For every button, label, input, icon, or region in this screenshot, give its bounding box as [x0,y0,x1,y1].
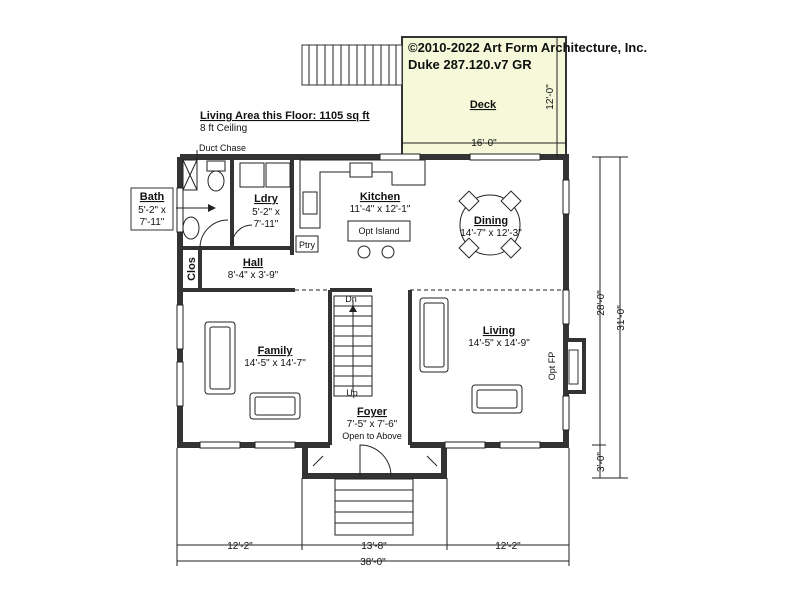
deck-depth-dim: 12'-0" [545,84,556,110]
interior-walls [180,157,566,445]
bath-fixtures [182,159,229,249]
deck-label: Deck [470,99,497,111]
island-label: Opt Island [358,226,399,236]
family-furniture [204,321,301,420]
bottom-right-dim: 12'-2" [495,541,521,552]
right-porch-dim: 3'-0" [596,452,607,472]
living-dim: 14'-5" x 14'-9" [468,338,530,349]
laundry-dim-b: 7'-11" [254,219,279,230]
kitchen-fixtures [299,159,426,259]
right-dimensions [592,156,628,479]
closet-label: Clos [186,257,198,281]
bath-callout-box [130,187,174,231]
stair-icon [333,295,373,397]
kitchen-dim: 11'-4" x 12'-1" [350,204,411,215]
dining-dim: 14'-7" x 12'-3" [460,228,522,239]
bottom-center-dim: 13'-8" [361,541,387,552]
entry-door [312,444,438,477]
laundry-dim-a: 5'-2" x [252,207,280,218]
bottom-total-dim: 38'-0" [360,557,386,568]
dining-label: Dining [474,215,508,227]
bottom-dimensions [176,448,570,566]
laundry-fixtures [231,162,319,253]
foyer-dim: 7'-5" x 7'-6" [347,419,398,430]
foyer-label: Foyer [357,406,388,418]
stair-down-label: Dn [345,294,357,304]
deck-stair-icon [301,44,403,86]
bath-label: Bath [140,191,165,203]
right-total-dim: 31'-0" [616,305,627,331]
living-furniture [419,297,523,414]
kitchen-label: Kitchen [360,191,401,203]
deck-area [301,36,567,159]
copyright-line2: Duke 287.120.v7 GR [408,57,532,72]
windows [176,153,570,449]
living-label: Living [483,325,515,337]
duct-chase-label: Duct Chase [199,143,246,153]
living-area-title: Living Area this Floor: 1105 sq ft [200,110,370,122]
family-dim: 14'-5" x 14'-7" [244,358,306,369]
bottom-left-dim: 12'-2" [227,541,253,552]
copyright-line1: ©2010-2022 Art Form Architecture, Inc. [408,40,647,55]
hall-label: Hall [243,257,263,269]
laundry-label: Ldry [254,193,279,205]
deck-dimensions [401,37,567,158]
pantry-label: Ptry [299,240,316,250]
stair-up-label: Up [346,388,358,398]
right-main-dim: 28'-0" [596,290,607,316]
hall-dim: 8'-4" x 3'-9" [228,270,279,281]
bath-dim-b: 7'-11" [140,217,165,228]
front-steps-icon [334,478,414,536]
foyer-note: Open to Above [342,431,402,441]
fireplace-label: Opt FP [547,352,557,381]
dining-table-icon [458,190,522,259]
ceiling-height: 8 ft Ceiling [200,123,247,134]
bath-dim-a: 5'-2" x [138,205,166,216]
family-label: Family [258,345,294,357]
deck-width-dim: 16'-0" [471,138,497,149]
